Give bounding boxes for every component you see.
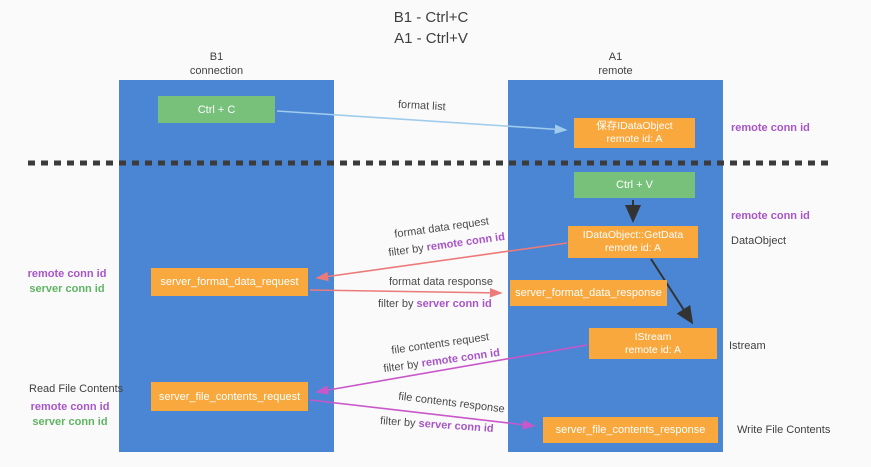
server-conn-id-text-1: server conn id [416,298,492,310]
save-idataobject-line2: remote id: A [606,133,663,145]
server-file-contents-response-label: server_file_contents_response [555,424,706,436]
left-remote-conn-id-bottom: remote conn id [30,401,110,413]
istream-box: IStream remote id: A [589,328,717,359]
lane-b1-name: B1 [209,51,224,63]
file-contents-response-label: file contents response [397,390,506,416]
title-line-2: A1 - Ctrl+V [394,30,468,47]
left-server-conn-id-bottom: server conn id [32,416,108,428]
left-remote-conn-id-top: remote conn id [27,268,107,280]
lane-header-a1: A1 remote [508,50,723,78]
save-idataobject-line1: 保存IDataObject [596,120,673,132]
file-contents-response-filter-label: filter by server conn id [380,415,494,435]
left-conn-id-pair-top: remote conn id server conn id [23,267,111,297]
ctrl-v-label: Ctrl + V [616,179,653,191]
format-data-response-arrow [309,288,503,298]
lane-a1-name: A1 [608,51,623,63]
format-data-response-filter-label: filter by server conn id [378,298,492,310]
diagram-title: B1 - Ctrl+C A1 - Ctrl+V [0,7,862,49]
right-remote-conn-id-mid: remote conn id [731,210,810,222]
server-file-contents-request-label: server_file_contents_request [158,390,301,403]
filter-by-text-4: filter by [379,415,416,430]
server-conn-id-text-2: server conn id [418,417,495,435]
server-format-data-response-label: server_format_data_response [515,287,662,299]
server-file-contents-response-box: server_file_contents_response [543,417,718,443]
idataobject-getdata-box: IDataObject::GetData remote id: A [568,226,698,258]
istream-line1: IStream [634,330,672,343]
server-file-contents-request-box: server_file_contents_request [151,382,308,411]
istream-margin-label: Istream [729,340,766,352]
title-line-1: B1 - Ctrl+C [393,9,469,26]
filter-by-text-1: filter by [387,242,425,260]
istream-line2: remote id: A [624,343,682,356]
right-remote-conn-id-top: remote conn id [731,122,810,134]
save-idataobject-box: 保存IDataObject remote id: A [574,118,695,148]
server-format-data-response-box: server_format_data_response [510,280,667,306]
read-file-contents-label: Read File Contents [29,383,124,395]
dataobject-label: DataObject [731,235,787,247]
format-list-label: format list [397,98,446,114]
write-file-contents-label: Write File Contents [737,424,831,436]
lane-b1-role: connection [189,65,244,77]
left-server-conn-id-top: server conn id [29,283,105,295]
lane-header-b1: B1 connection [119,50,314,78]
ctrl-v-box: Ctrl + V [574,172,695,198]
left-conn-id-pair-bottom: remote conn id server conn id [26,400,114,430]
ctrl-c-label: Ctrl + C [197,103,236,116]
getdata-line1: IDataObject::GetData [582,229,684,241]
lane-a1-role: remote [598,65,633,77]
filter-by-text-2: filter by [378,298,414,310]
ctrl-c-box: Ctrl + C [158,96,275,123]
server-format-data-request-label: server_format_data_request [160,276,299,288]
filter-by-text-3: filter by [382,358,420,376]
format-data-response-label: format data response [389,276,493,288]
server-format-data-request-box: server_format_data_request [151,268,308,296]
getdata-line2: remote id: A [604,242,662,254]
